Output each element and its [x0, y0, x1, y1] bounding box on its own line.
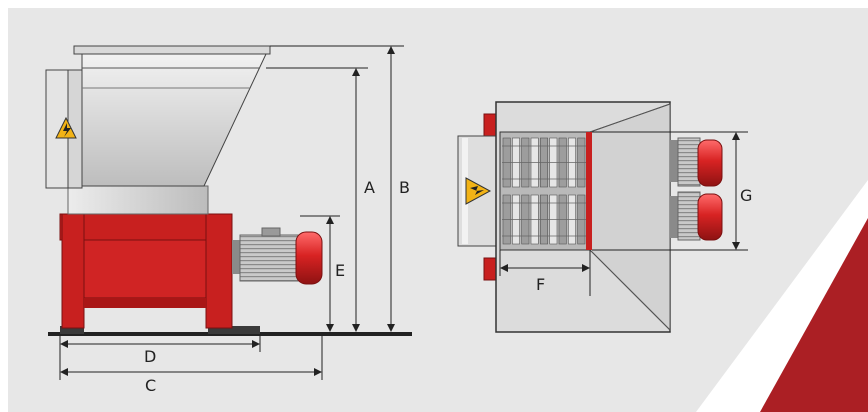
- dim-label-a: A: [364, 178, 375, 197]
- dim-label-b: B: [399, 178, 410, 197]
- dim-label-f: F: [536, 275, 545, 294]
- high-voltage-warning-icon: [55, 116, 77, 139]
- red-corner-accent: [760, 218, 868, 412]
- foot-left: [60, 326, 84, 334]
- dim-label-d: D: [144, 347, 156, 366]
- cutting-chamber: [67, 185, 209, 215]
- high-voltage-warning-icon: [465, 177, 492, 205]
- foot-right: [208, 326, 260, 334]
- red-frame: [59, 213, 233, 329]
- side-view: A B E D C: [45, 45, 412, 395]
- drive-motor: [232, 227, 323, 285]
- dim-label-e: E: [335, 261, 345, 280]
- side-arrowheads: [60, 46, 395, 376]
- top-dimension-lines: [499, 131, 748, 296]
- top-arrowheads: [500, 132, 740, 272]
- top-view: F G: [457, 101, 752, 333]
- cutter-shafts: [502, 137, 586, 245]
- dim-label-g: G: [740, 186, 752, 205]
- top-motors: [670, 137, 723, 241]
- hopper: [73, 45, 271, 187]
- dim-label-c: C: [145, 376, 156, 395]
- side-dimension-lines: [59, 45, 404, 380]
